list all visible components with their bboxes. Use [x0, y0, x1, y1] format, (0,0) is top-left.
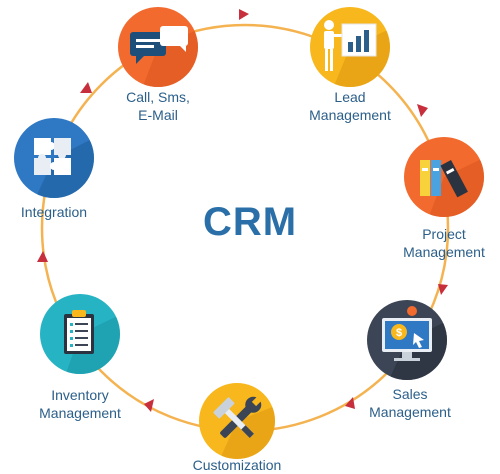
label-integration: Integration	[20, 204, 88, 220]
arrow-inventory-to-integration	[37, 251, 48, 262]
cycle-arrows	[37, 9, 448, 412]
node-inventory	[40, 294, 120, 374]
binders-icon	[420, 159, 468, 198]
arrow-sales-to-custom	[345, 397, 355, 409]
puzzle-icon	[34, 138, 71, 175]
label-call: Call, Sms,E-Mail	[126, 89, 190, 123]
wrench-hammer-icon	[213, 396, 262, 438]
center-title: CRM	[202, 200, 298, 244]
svg-text:$: $	[396, 327, 402, 339]
arrow-call-to-lead	[239, 9, 249, 20]
monitor-dollar-icon: $	[382, 306, 432, 361]
arrow-project-to-sales	[438, 284, 448, 295]
label-customization: Customization	[192, 457, 282, 473]
clipboard-checklist-icon	[64, 310, 94, 354]
arrow-lead-to-project	[417, 104, 428, 117]
node-lead	[310, 7, 390, 87]
node-integration	[14, 118, 94, 198]
presenter-chart-icon	[324, 20, 377, 71]
arrow-custom-to-inventory	[144, 399, 154, 412]
arrow-integration-to-call	[80, 82, 92, 93]
node-project	[404, 137, 484, 217]
chat-bubbles-icon	[130, 26, 188, 64]
node-call	[118, 7, 198, 87]
